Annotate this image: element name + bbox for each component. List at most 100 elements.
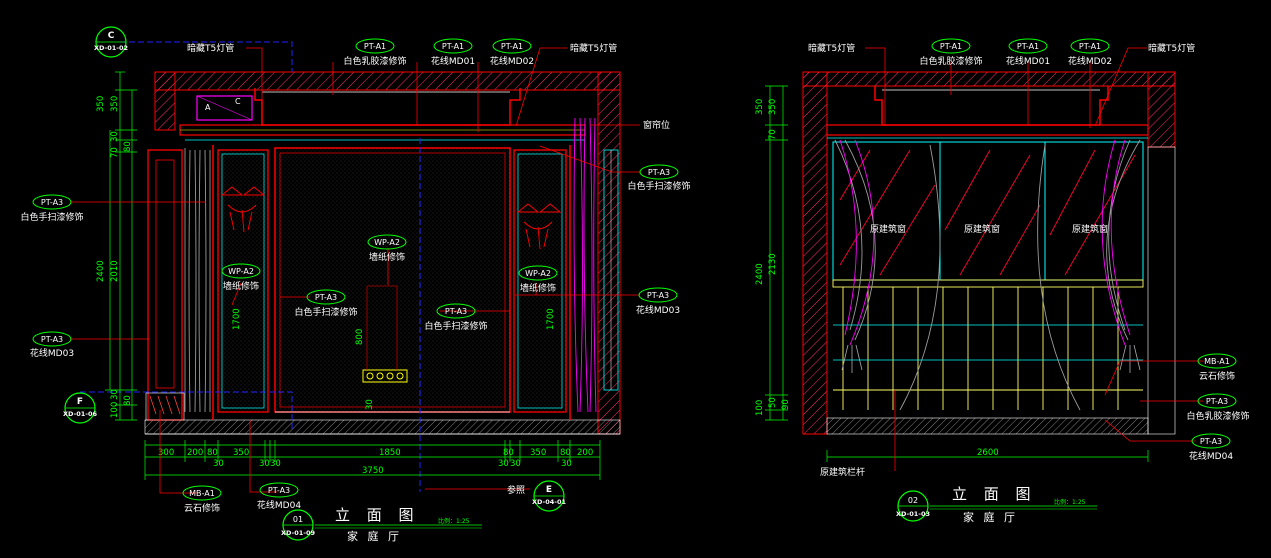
left-leaders [70, 47, 640, 494]
marker-f-code: XD-01-06 [63, 410, 97, 418]
r-tag-pt-a3-b: PT-A3 [1200, 437, 1222, 446]
tag-pt-a3-d: PT-A3 [445, 307, 467, 316]
r-note-window-2: 原建筑窗 [964, 223, 1000, 235]
section-marker-e: E XD-04-01 [532, 480, 566, 512]
wall-sconce-left [220, 186, 266, 233]
dim-80-top: 80 [123, 141, 133, 152]
dim-b-200: 200 [187, 448, 203, 458]
section-marker-c: C XD-01-02 [94, 26, 128, 58]
note-light-right: 暗藏T5灯管 [570, 42, 617, 54]
ac-unit [196, 95, 253, 121]
r-dim-2600: 2600 [977, 448, 999, 458]
left-ceiling-slab [154, 71, 621, 91]
r-tag-pt-a1-c: PT-A1 [1079, 42, 1101, 51]
right-left-dim-labels: 350 350 70 2400 2130 100 50 90 [755, 99, 791, 416]
left-callout-labels: 白色乳胶漆修饰 花线MD01 花线MD02 白色手扫漆修饰 白色手扫漆修饰 墙纸… [20, 55, 690, 514]
left-notes: 暗藏T5灯管 暗藏T5灯管 窗帘位 参照 [187, 42, 670, 496]
note-ref: 参照 [507, 484, 525, 496]
right-side-panel [513, 149, 567, 413]
tag-wp-a2-b: WP-A2 [525, 269, 551, 278]
left-callout-tags: PT-A1 PT-A1 PT-A1 PT-A3 PT-A3 WP-A2 WP-A… [41, 42, 670, 498]
dim-b-30e: 30 [510, 459, 521, 469]
right-curtains-gray [834, 139, 1141, 411]
dim-1700-b: 1700 [546, 308, 556, 330]
left-side-panel [217, 149, 269, 413]
left-wall-right [597, 71, 621, 435]
r-dim-350-a: 350 [755, 99, 765, 115]
r-tag-pt-a1-a: PT-A1 [940, 42, 962, 51]
label-wp-a2-b: 墙纸修饰 [520, 282, 556, 294]
bottom-dim-labels: 300 200 80 350 30 30 1850 80 350 80 200 … [158, 448, 593, 476]
left-elevation: A C [20, 26, 691, 543]
dim-30: 30 [110, 131, 120, 142]
right-callout-bubbles [931, 38, 1237, 449]
left-pilaster [147, 149, 183, 421]
right-view-scale: 比例：1:25 [1054, 498, 1086, 506]
right-view-code: XD-01-03 [896, 510, 930, 518]
label-pt-a3-f: 花线MD03 [30, 347, 74, 359]
tag-pt-a3-b: PT-A3 [41, 198, 63, 207]
dim-100: 100 [110, 402, 120, 418]
section-marker-f: F XD-01-06 [63, 392, 97, 424]
window-frame [832, 141, 1144, 281]
right-wall-right [1147, 71, 1176, 148]
tag-pt-a3-e: PT-A3 [647, 291, 669, 300]
r-tag-mb-a1: MB-A1 [1204, 357, 1230, 366]
label-pt-a1-a: 白色乳胶漆修饰 [343, 55, 406, 67]
right-left-dim-chain [765, 85, 788, 421]
dim-b-350b: 350 [530, 448, 546, 458]
tag-pt-a1-b: PT-A1 [442, 42, 464, 51]
dim-b-80: 80 [207, 448, 218, 458]
left-dim-labels: 350 350 30 70 80 2400 2010 100 30 80 170… [96, 96, 556, 418]
right-view-title: 立 面 图 [952, 485, 1037, 503]
r-label-pt-a1-c: 花线MD02 [1068, 55, 1112, 67]
tag-pt-a3-h: PT-A3 [268, 486, 290, 495]
r-dim-100: 100 [755, 400, 765, 416]
r-dim-70: 70 [768, 129, 778, 140]
r-note-window-1: 原建筑窗 [870, 223, 906, 235]
dim-b-200b: 200 [577, 448, 593, 458]
right-curtain [573, 117, 597, 413]
curtain-tiebacks [841, 344, 1141, 373]
tag-wp-a2-a: WP-A2 [228, 267, 254, 276]
left-view-scale: 比例：1:25 [438, 517, 470, 525]
r-label-pt-a3-b: 花线MD04 [1189, 450, 1233, 462]
right-floor [826, 417, 1149, 435]
label-pt-a3-c: 白色手扫漆修饰 [294, 306, 357, 318]
ac-label-c: C [235, 97, 241, 106]
outlet-box [362, 369, 408, 383]
left-view-subtitle: 家 庭 厅 [347, 529, 402, 543]
right-ceiling-slab [802, 71, 1176, 87]
dim-b-30d: 30 [498, 459, 509, 469]
dim-30-bot: 30 [110, 389, 120, 400]
right-bottom-dim [826, 450, 1149, 462]
right-wall-left [802, 71, 828, 435]
r-dim-2400: 2400 [755, 263, 765, 285]
label-pt-a3-b: 白色手扫漆修饰 [20, 211, 83, 223]
right-soffit [874, 86, 1109, 126]
right-callout-labels: 白色乳胶漆修饰 花线MD01 花线MD02 云石修饰 白色乳胶漆修饰 花线MD0… [919, 55, 1249, 462]
dim-70: 70 [110, 147, 120, 158]
r-dim-90: 90 [781, 399, 791, 410]
label-wp-a2-a: 墙纸修饰 [223, 280, 259, 292]
left-view-title: 立 面 图 [335, 506, 420, 524]
note-light-left: 暗藏T5灯管 [187, 42, 234, 54]
right-elevation: 350 350 70 2400 2130 100 50 90 2600 [755, 38, 1250, 524]
dim-b-300: 300 [158, 448, 174, 458]
right-notes: 暗藏T5灯管 暗藏T5灯管 原建筑窗 原建筑窗 原建筑窗 原建筑栏杆 [808, 42, 1195, 478]
right-curtains-magenta [839, 139, 1131, 346]
left-curtain [184, 148, 211, 413]
dim-b-30a: 30 [213, 459, 224, 469]
dim-2400: 2400 [96, 260, 106, 282]
dim-b-80c: 80 [560, 448, 571, 458]
left-wall-left [154, 71, 176, 131]
right-callout-tags: PT-A1 PT-A1 PT-A1 MB-A1 PT-A3 PT-A3 [940, 42, 1230, 446]
left-view-number: 01 [293, 515, 303, 524]
label-pt-a3-d: 白色手扫漆修饰 [424, 320, 487, 332]
label-pt-a1-c: 花线MD02 [490, 55, 534, 67]
r-note-light-left: 暗藏T5灯管 [808, 42, 855, 54]
dim-b-30f: 30 [561, 459, 572, 469]
label-pt-a3-e: 花线MD03 [636, 304, 680, 316]
r-tag-pt-a3-a: PT-A3 [1206, 397, 1228, 406]
